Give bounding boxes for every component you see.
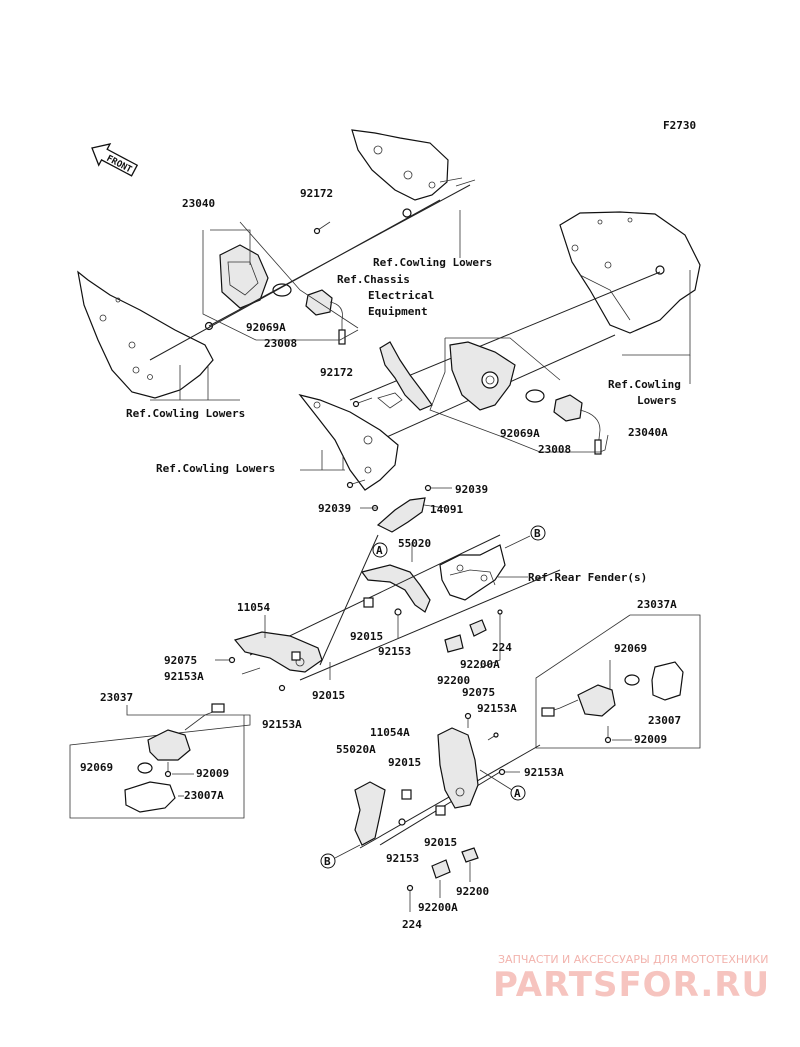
label-92069-right: 92069	[614, 642, 647, 655]
ref-cowling-lowers-top: Ref.Cowling Lowers	[373, 256, 492, 269]
label-92015-c: 92015	[388, 756, 421, 769]
label-92153-b: 92153	[386, 852, 419, 865]
label-23008-1: 23008	[264, 337, 297, 350]
plate-14091	[376, 497, 426, 533]
right-cowling-panel	[559, 211, 701, 334]
label-92009-right: 92009	[634, 733, 667, 746]
label-92200a-b: 92200A	[418, 901, 458, 914]
label-92015-b: 92015	[312, 689, 345, 702]
label-92069a-1: 92069A	[246, 321, 286, 334]
label-92200a-a: 92200A	[460, 658, 500, 671]
watermark-brand: PARTSFOR.RU	[493, 965, 770, 1005]
signal-housing-left	[147, 729, 191, 761]
front-arrow-icon: FRONT	[91, 143, 139, 177]
bulb-92069-right	[624, 674, 640, 686]
upper-cowling-panel	[351, 129, 449, 201]
plate-92200a-b	[431, 859, 451, 879]
bracket-11054a	[437, 727, 479, 809]
signal-housing-right	[577, 684, 616, 717]
ref-chassis-line3: Equipment	[368, 305, 428, 318]
label-92172-mid: 92172	[320, 366, 353, 379]
ref-cowling-lowers-mid: Ref.Cowling Lowers	[156, 462, 275, 475]
bracket-11054	[233, 631, 323, 673]
figure-code: F2730	[663, 119, 696, 132]
bulb-92069a-1	[272, 283, 292, 297]
label-92075-b: 92075	[462, 686, 495, 699]
label-92015-a: 92015	[350, 630, 383, 643]
marker-a-top: A	[376, 544, 383, 557]
label-92075-a: 92075	[164, 654, 197, 667]
ref-cowling-lowers-left: Ref.Cowling Lowers	[126, 407, 245, 420]
mid-cowling-panel	[298, 393, 399, 491]
label-92172-top: 92172	[300, 187, 333, 200]
lens-23007	[651, 661, 684, 701]
label-23037: 23037	[100, 691, 133, 704]
label-92153a-a: 92153A	[164, 670, 204, 683]
label-92069-left: 92069	[80, 761, 113, 774]
marker-b-bottom: B	[324, 855, 331, 868]
label-23008-2: 23008	[538, 443, 571, 456]
label-23037a: 23037A	[637, 598, 677, 611]
collar-92015-d	[435, 805, 446, 816]
bulb-92069a-2	[525, 389, 545, 403]
lens-23007a	[124, 781, 176, 813]
label-14091: 14091	[430, 503, 463, 516]
bracket-55020a	[354, 781, 386, 846]
label-92200-a: 92200	[437, 674, 470, 687]
bracket-rear-fender	[439, 544, 506, 601]
label-23040: 23040	[182, 197, 215, 210]
collar-92015-a	[363, 597, 374, 608]
bulb-92069-left	[137, 762, 153, 774]
label-11054a: 11054A	[370, 726, 410, 739]
label-11054: 11054	[237, 601, 270, 614]
label-92153a-d: 92153A	[524, 766, 564, 779]
label-23007a: 23007A	[184, 789, 224, 802]
label-23007: 23007	[648, 714, 681, 727]
label-23040a: 23040A	[628, 426, 668, 439]
marker-a-bottom: A	[514, 787, 521, 800]
label-92015-d: 92015	[424, 836, 457, 849]
label-92200-b: 92200	[456, 885, 489, 898]
label-92153a-b: 92153A	[262, 718, 302, 731]
collar-92015-c	[401, 789, 412, 800]
marker-b-top: B	[534, 527, 541, 540]
label-92069a-2: 92069A	[500, 427, 540, 440]
label-92039-right: 92039	[455, 483, 488, 496]
label-92153a-c: 92153A	[477, 702, 517, 715]
label-224-b: 224	[402, 918, 422, 931]
bracket-chassis	[379, 341, 433, 411]
label-92039-left: 92039	[318, 502, 351, 515]
label-92153-a: 92153	[378, 645, 411, 658]
plate-92200-b	[461, 847, 479, 863]
label-55020a: 55020A	[336, 743, 376, 756]
label-224-a: 224	[492, 641, 512, 654]
label-55020: 55020	[398, 537, 431, 550]
watermark-tagline: ЗАПЧАСТИ И АКСЕССУАРЫ ДЛЯ МОТОТЕХНИКИ	[498, 953, 768, 966]
ref-chassis-line1: Ref.Chassis	[337, 273, 410, 286]
ref-chassis-line2: Electrical	[368, 289, 434, 302]
left-cowling-panel	[77, 270, 214, 399]
ref-cowling-right-line2: Lowers	[637, 394, 677, 407]
socket-23008-2	[553, 394, 583, 422]
bracket-23040	[219, 244, 269, 309]
plate-92200a-a	[469, 619, 487, 637]
ref-rear-fender: Ref.Rear Fender(s)	[528, 571, 647, 584]
plate-92200-a	[444, 634, 464, 653]
label-92009-left: 92009	[196, 767, 229, 780]
ref-cowling-right-line1: Ref.Cowling	[608, 378, 681, 391]
